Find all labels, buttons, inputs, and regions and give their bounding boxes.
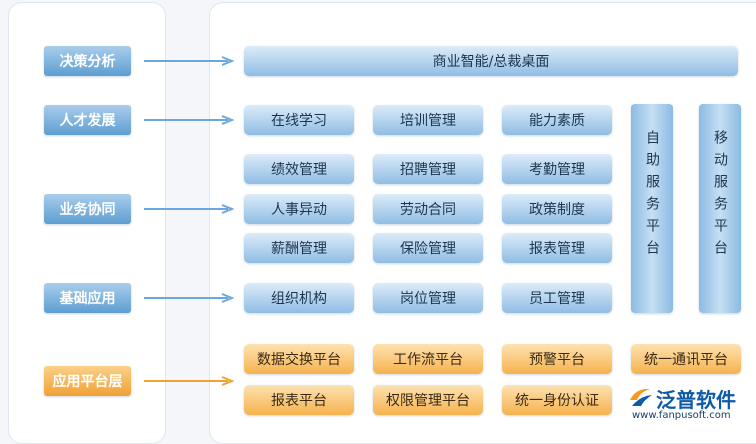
logo-url: www.fanpusoft.com xyxy=(632,410,731,421)
layer-application-platform: 应用平台层 xyxy=(44,366,131,396)
fanpusoft-logo: 泛普软件 www.fanpusoft.com xyxy=(628,384,750,426)
self-service-platform-label: 自助服务平台 xyxy=(644,130,660,262)
module-online-learning: 在线学习 xyxy=(244,105,354,135)
mobile-service-platform: 移动服务平台 xyxy=(699,104,741,313)
platform-workflow: 工作流平台 xyxy=(373,344,483,374)
layer-talent-development: 人才发展 xyxy=(44,105,131,135)
bi-executive-desktop: 商业智能/总裁桌面 xyxy=(244,46,738,76)
module-salary-management: 薪酬管理 xyxy=(244,233,354,263)
module-attendance-management: 考勤管理 xyxy=(502,154,612,184)
module-training-management: 培训管理 xyxy=(373,105,483,135)
logo-name: 泛普软件 xyxy=(656,388,736,412)
arrow-business xyxy=(144,204,234,214)
module-performance-management: 绩效管理 xyxy=(244,154,354,184)
platform-early-warning: 预警平台 xyxy=(502,344,612,374)
module-recruitment-management: 招聘管理 xyxy=(373,154,483,184)
module-position-management: 岗位管理 xyxy=(373,283,483,313)
module-organization: 组织机构 xyxy=(244,283,354,313)
platform-report: 报表平台 xyxy=(244,385,354,415)
layer-decision-analysis: 决策分析 xyxy=(44,46,131,76)
arrow-foundation xyxy=(144,293,234,303)
module-report-management: 报表管理 xyxy=(502,233,612,263)
layer-business-collaboration: 业务协同 xyxy=(44,194,131,224)
module-personnel-change: 人事异动 xyxy=(244,194,354,224)
arrow-decision xyxy=(144,56,234,66)
module-employee-management: 员工管理 xyxy=(502,283,612,313)
platform-data-exchange: 数据交换平台 xyxy=(244,344,354,374)
arrow-talent xyxy=(144,115,234,125)
module-policy-system: 政策制度 xyxy=(502,194,612,224)
layer-foundation-application: 基础应用 xyxy=(44,283,131,313)
platform-unified-identity: 统一身份认证 xyxy=(502,385,612,415)
mobile-service-platform-label: 移动服务平台 xyxy=(712,130,728,262)
module-labor-contract: 劳动合同 xyxy=(373,194,483,224)
platform-permission-management: 权限管理平台 xyxy=(373,385,483,415)
platform-unified-communication: 统一通讯平台 xyxy=(631,344,741,374)
logo-swoosh-icon xyxy=(630,388,652,406)
module-competency: 能力素质 xyxy=(502,105,612,135)
module-insurance-management: 保险管理 xyxy=(373,233,483,263)
self-service-platform: 自助服务平台 xyxy=(631,104,673,313)
arrow-platform xyxy=(144,376,234,386)
